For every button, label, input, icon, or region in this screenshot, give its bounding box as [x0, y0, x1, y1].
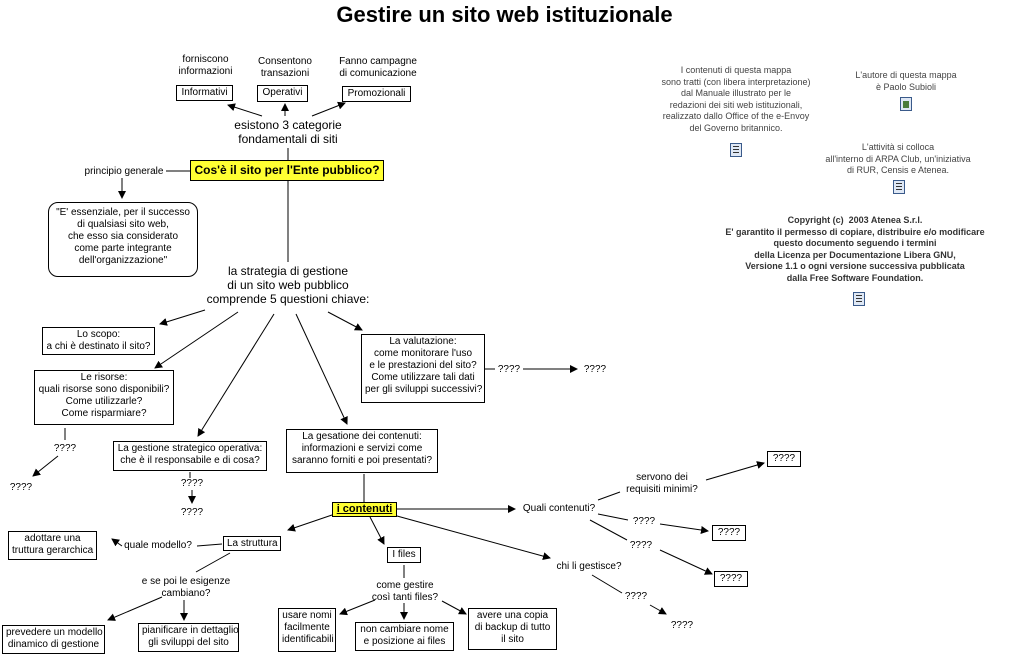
connector [705, 461, 765, 481]
unknown-node: ???? [767, 451, 801, 467]
connector [196, 543, 223, 547]
files-node: I files [387, 547, 421, 563]
struttura-node: La struttura [223, 536, 281, 551]
connector [32, 455, 59, 477]
unknown-node: ???? [714, 571, 748, 587]
connector [111, 538, 123, 547]
unknown-label: ???? [9, 482, 33, 493]
chi-gestisce-label: chi li gestisce? [556, 561, 622, 572]
informativi-caption: forniscono informazioni [178, 54, 233, 77]
risorse-node: Le risorse: quali risorse sono disponibi… [34, 370, 174, 425]
valutazione-node: La valutazione: come monitorare l'uso e … [361, 334, 485, 403]
unknown-label: ???? [632, 516, 656, 527]
requisiti-label: servono dei requisiti minimi? [626, 472, 698, 495]
unknown-label: ???? [53, 443, 77, 454]
quali-contenuti-label: Quali contenuti? [522, 503, 596, 514]
connector [339, 599, 376, 616]
connector [195, 552, 231, 573]
contenuti-mappa-note: I contenuti di questa mappa sono tratti … [661, 65, 811, 133]
copyright-note: Copyright (c) 2003 Atenea S.r.l. E' gara… [725, 215, 985, 283]
connector [597, 513, 629, 521]
nomi-node: usare nomi facilmente identificabili [278, 608, 336, 652]
connector [591, 574, 623, 594]
connector [154, 311, 239, 369]
map-title: Gestire un sito web istituzionale [336, 2, 673, 27]
gestione-node: La gestione strategico operativa: che è … [113, 441, 267, 471]
unknown-node: ???? [712, 525, 746, 541]
connector [649, 604, 667, 615]
unknown-label: ???? [629, 540, 653, 551]
operativi-node: Operativi [257, 85, 308, 102]
scopo-node: Lo scopo: a chi è destinato il sito? [42, 327, 155, 355]
unknown-label: ???? [180, 478, 204, 489]
document-icon[interactable] [893, 180, 905, 194]
esigenze-label: e se poi le esigenze cambiano? [141, 576, 231, 599]
connector [311, 101, 346, 117]
central-question: Cos'è il sito per l'Ente pubblico? [190, 160, 384, 181]
come-gestire-label: come gestire così tanti files? [371, 580, 439, 603]
unknown-label: ???? [670, 620, 694, 631]
quote-node: "E' essenziale, per il successo di quals… [48, 202, 198, 277]
operativi-caption: Consentono transazioni [258, 56, 312, 79]
promozionali-node: Promozionali [342, 86, 411, 102]
connector [659, 549, 713, 575]
backup-node: avere una copia di backup di tutto il si… [468, 608, 557, 650]
connector [589, 519, 628, 541]
unknown-label: ???? [497, 364, 521, 375]
gerarchica-node: adottare una truttura gerarchica [8, 531, 97, 560]
non-cambiare-node: non cambiare nome e posizione ai files [355, 622, 454, 651]
unknown-label: ???? [180, 507, 204, 518]
unknown-label: ???? [624, 591, 648, 602]
connector [369, 516, 385, 545]
connector [659, 523, 709, 534]
connector [227, 103, 263, 117]
contenuti-question-node: La gesatione dei contenuti: informazioni… [286, 429, 438, 473]
categorie-text: esistono 3 categorie fondamentali di sit… [234, 118, 342, 146]
image-icon[interactable] [900, 97, 912, 111]
document-icon[interactable] [730, 143, 742, 157]
informativi-node: Informativi [176, 85, 233, 101]
connector [441, 600, 467, 615]
connector [159, 309, 206, 326]
document-icon[interactable] [853, 292, 865, 306]
unknown-label: ???? [583, 364, 607, 375]
connector [396, 515, 551, 561]
connector [197, 313, 275, 437]
principio-label: principio generale [84, 166, 164, 177]
quale-modello-label: quale modello? [124, 540, 192, 551]
pianificare-node: pianificare in dettaglio gli sviluppi de… [138, 623, 239, 652]
connector [327, 311, 363, 331]
connector [597, 491, 621, 501]
connector [295, 313, 348, 425]
modello-dinamico-node: prevedere un modello dinamico di gestion… [2, 625, 105, 654]
autore-note: L'autore di questa mappa è Paolo Subioli [855, 70, 957, 92]
connector [107, 596, 163, 621]
strategia-text: la strategia di gestione di un sito web … [206, 264, 370, 306]
contenuti-node: i contenuti [332, 502, 397, 517]
connector [287, 514, 333, 532]
attivita-note: L'attività si colloca all'interno di ARP… [825, 142, 971, 175]
promozionali-caption: Fanno campagne di comunicazione [339, 56, 417, 79]
